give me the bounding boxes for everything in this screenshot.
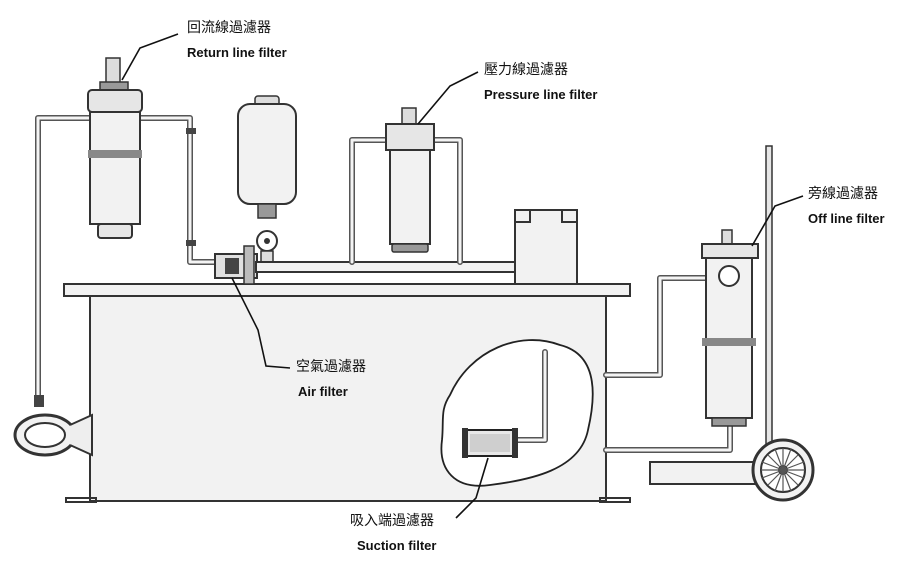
pressure-line-en: Pressure line filter [484, 87, 597, 102]
air-en: Air filter [298, 384, 348, 399]
return-line-en: Return line filter [187, 45, 287, 60]
label-return-line: 回流線過濾器 Return line filter [187, 20, 287, 60]
off-line-en: Off line filter [808, 211, 885, 226]
air-filter [214, 245, 517, 285]
suction-filter-cutaway [440, 339, 594, 487]
motor-unit [514, 209, 578, 285]
label-pressure-line: 壓力線過濾器 Pressure line filter [484, 62, 597, 102]
label-off-line: 旁線過濾器 Off line filter [808, 185, 885, 226]
suction-zh: 吸入端過濾器 [350, 513, 434, 529]
return-line-assembly [13, 115, 223, 457]
off-line-filter [701, 229, 759, 427]
off-line-cart [603, 145, 815, 502]
off-line-zh: 旁線過濾器 [808, 185, 878, 202]
return-line-leader [121, 33, 179, 81]
pressure-line-assembly [349, 137, 463, 265]
accumulator [237, 95, 297, 272]
air-zh: 空氣過濾器 [296, 359, 366, 375]
air-leader [231, 277, 291, 369]
label-suction: 吸入端過濾器 Suction filter [350, 513, 436, 553]
suction-leader [455, 457, 489, 519]
label-air: 空氣過濾器 Air filter [296, 359, 366, 399]
pressure-line-zh: 壓力線過濾器 [484, 62, 568, 78]
return-line-zh: 回流線過濾器 [187, 20, 271, 36]
pressure-line-leader [417, 71, 479, 125]
suction-en: Suction filter [357, 538, 436, 553]
suction-filter-element [462, 428, 518, 458]
pressure-line-filter [385, 107, 435, 253]
off-line-leader [751, 195, 804, 247]
return-line-filter [87, 57, 143, 239]
